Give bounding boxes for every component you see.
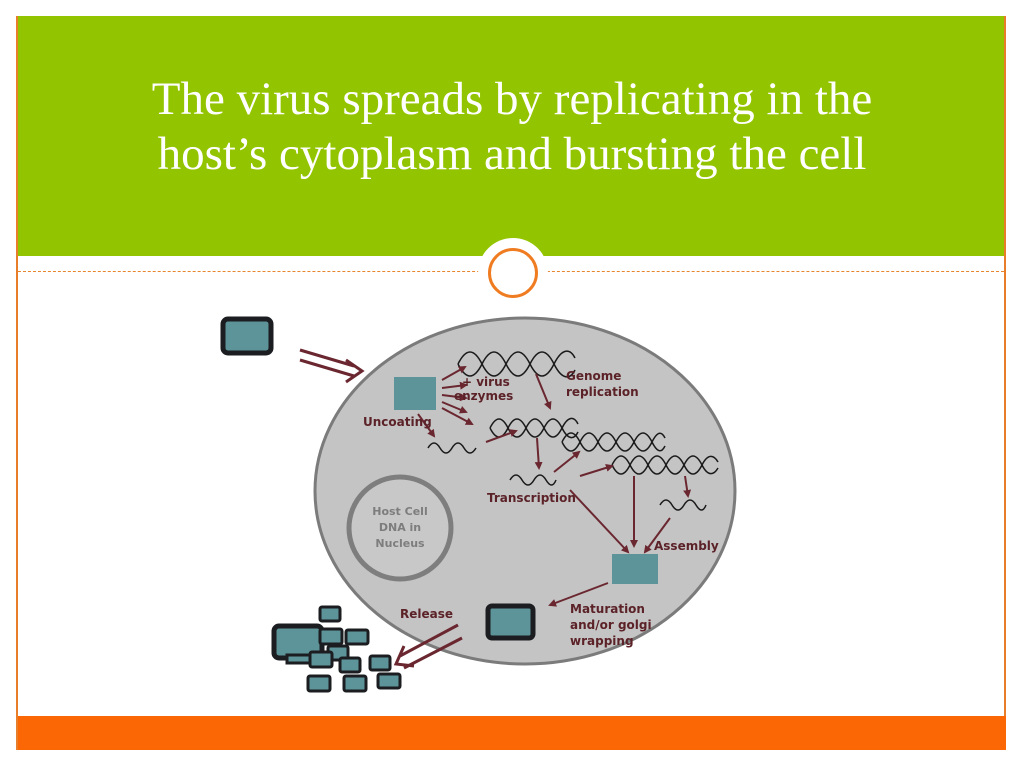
label-transcription: Transcription — [487, 491, 576, 505]
nucleus-label-line-1: Host Cell — [372, 505, 427, 518]
rna-right — [659, 499, 707, 511]
title-line-2: host’s cytoplasm and bursting the cell — [157, 128, 867, 181]
capsid-inside-cell — [394, 377, 436, 410]
footer-bar — [18, 716, 1006, 750]
arrow-genome-replication — [535, 373, 552, 410]
dna-strand-middle — [489, 417, 579, 439]
label-virus-enzymes-1: + virus — [462, 375, 510, 389]
slide-border-left — [16, 16, 18, 750]
nucleus-label-line-2: DNA in — [379, 521, 421, 534]
dna-strand-right-upper — [561, 432, 666, 452]
label-maturation-3: wrapping — [570, 634, 634, 648]
arrow-transcription-to-assembly — [569, 489, 630, 554]
arrow-transcript-up — [553, 450, 581, 473]
arrow-dna-to-transcription — [534, 437, 543, 470]
rna-uncoating — [427, 442, 477, 454]
arrow-dna-to-rna — [683, 475, 692, 498]
slide-title: The virus spreads by replicating in the … — [0, 72, 1024, 183]
dna-strand-top — [457, 350, 576, 378]
title-banner — [18, 16, 1004, 256]
entering-virion — [220, 316, 274, 356]
arrow-maturation — [548, 582, 609, 607]
label-assembly: Assembly — [654, 539, 719, 553]
arrow-capsid-to-middle-dna — [441, 407, 474, 425]
label-uncoating: Uncoating — [363, 415, 432, 429]
title-line-1: The virus spreads by replicating in the — [151, 73, 873, 125]
label-genome-replication-1: Genome — [566, 369, 621, 383]
label-maturation-2: and/or golgi — [570, 618, 652, 632]
rna-transcription — [509, 474, 557, 486]
divider-ornament-ring — [488, 248, 538, 298]
nucleus-label-line-3: Nucleus — [375, 537, 425, 550]
virus-replication-diagram: Host Cell DNA in Nucleus — [220, 316, 737, 693]
label-release: Release — [400, 607, 453, 621]
nucleus — [346, 474, 454, 582]
arrow-enzymes-1 — [441, 381, 468, 390]
entry-arrow-icon — [299, 348, 355, 378]
arrow-enzymes-3 — [441, 401, 468, 414]
matured-virion — [485, 603, 536, 641]
release-arrow-icon — [399, 623, 463, 670]
released-virions — [271, 605, 402, 693]
slide-border-right — [1004, 16, 1006, 750]
arrow-uncoating — [417, 413, 436, 438]
label-maturation-1: Maturation — [570, 602, 645, 616]
arrow-rna-to-assembly — [643, 517, 671, 554]
arrow-capsid-to-top-dna — [441, 366, 467, 381]
arrow-enzymes-2 — [441, 393, 468, 402]
dna-strand-right-lower — [611, 455, 719, 475]
label-genome-replication-2: replication — [566, 385, 639, 399]
assembled-virion — [612, 554, 658, 584]
label-virus-enzymes-2: enzymes — [454, 389, 513, 403]
arrow-transcript-right — [579, 463, 614, 477]
arrow-rna-to-dna — [485, 429, 518, 443]
